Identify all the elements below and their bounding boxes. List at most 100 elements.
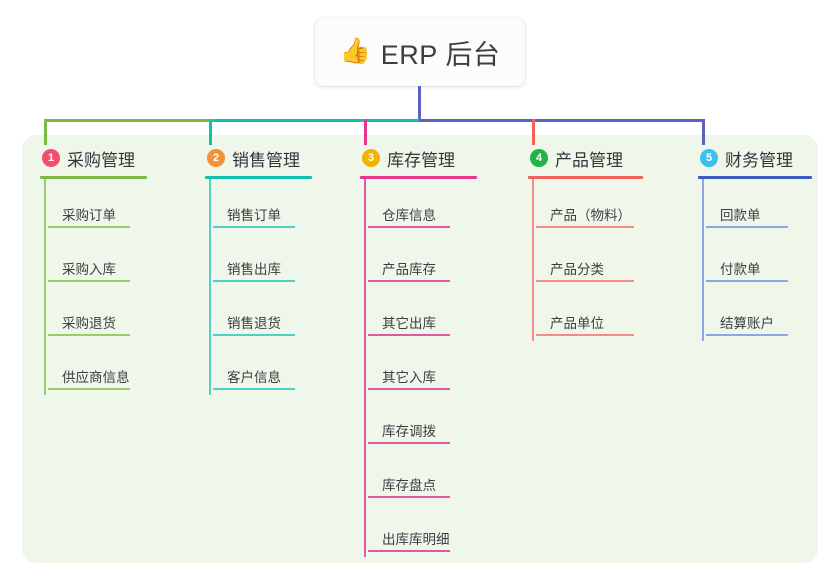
branch-column-4: 4 产品管理产品（物料） 产品分类产品单位 (528, 145, 643, 341)
column-header-rule (40, 176, 147, 179)
list-item-label: 客户信息 (227, 370, 281, 385)
list-item[interactable]: 采购退货 (44, 287, 147, 341)
list-item-label: 销售退货 (227, 316, 281, 331)
list-item-label: 采购入库 (62, 262, 116, 277)
connector-trunk (418, 86, 421, 121)
column-header-4[interactable]: 4 产品管理 (528, 145, 643, 171)
connector-drop-4 (532, 119, 535, 145)
list-item[interactable]: 销售订单 (209, 179, 312, 233)
column-vertical-stem (44, 179, 46, 395)
list-item[interactable]: 产品分类 (532, 233, 643, 287)
list-item-label: 销售订单 (227, 208, 281, 223)
diagram-background-panel (22, 135, 818, 563)
column-header-1[interactable]: 1 采购管理 (40, 145, 147, 171)
list-item[interactable]: 结算账户 (702, 287, 812, 341)
list-item[interactable]: 销售退货 (209, 287, 312, 341)
column-title: 财务管理 (725, 150, 793, 170)
column-number-badge: 2 (207, 149, 225, 167)
column-item-list: 销售订单销售出库销售退货客户信息 (205, 179, 312, 395)
thumbs-up-icon: 👍 (339, 36, 371, 65)
column-item-list: 采购订单采购入库采购退货供应商信息 (40, 179, 147, 395)
column-number-badge: 3 (362, 149, 380, 167)
column-title: 产品管理 (555, 150, 623, 170)
list-item[interactable]: 采购入库 (44, 233, 147, 287)
list-item-label: 产品（物料） (550, 208, 631, 223)
list-item-rule (706, 226, 788, 228)
list-item[interactable]: 仓库信息 (364, 179, 477, 233)
list-item-label: 库存盘点 (382, 478, 436, 493)
list-item-rule (213, 388, 295, 390)
list-item-label: 采购退货 (62, 316, 116, 331)
list-item[interactable]: 库存盘点 (364, 449, 477, 503)
list-item-rule (368, 280, 450, 282)
list-item[interactable]: 销售出库 (209, 233, 312, 287)
root-node-erp-backend[interactable]: 👍 ERP 后台 (315, 18, 525, 86)
list-item[interactable]: 回款单 (702, 179, 812, 233)
list-item-rule (48, 280, 130, 282)
column-vertical-stem (364, 179, 366, 557)
list-item[interactable]: 库存调拨 (364, 395, 477, 449)
connector-drop-3 (364, 119, 367, 145)
column-item-list: 回款单付款单结算账户 (698, 179, 812, 341)
list-item-label: 产品分类 (550, 262, 604, 277)
list-item[interactable]: 产品单位 (532, 287, 643, 341)
connector-drop-5 (702, 119, 705, 145)
column-title: 库存管理 (387, 150, 455, 170)
column-number-badge: 4 (530, 149, 548, 167)
list-item[interactable]: 出库库明细 (364, 503, 477, 557)
column-number-badge: 1 (42, 149, 60, 167)
column-header-rule (360, 176, 477, 179)
list-item[interactable]: 供应商信息 (44, 341, 147, 395)
connector-bus-segment-1 (44, 119, 211, 122)
list-item-rule (368, 550, 450, 552)
list-item[interactable]: 其它出库 (364, 287, 477, 341)
branch-column-1: 1 采购管理采购订单采购入库采购退货供应商信息 (40, 145, 147, 395)
column-vertical-stem (532, 179, 534, 341)
list-item-rule (706, 334, 788, 336)
list-item[interactable]: 客户信息 (209, 341, 312, 395)
list-item[interactable]: 产品（物料） (532, 179, 643, 233)
list-item-rule (368, 334, 450, 336)
list-item-label: 回款单 (720, 208, 761, 223)
column-item-list: 产品（物料） 产品分类产品单位 (528, 179, 643, 341)
list-item[interactable]: 产品库存 (364, 233, 477, 287)
list-item-label: 其它入库 (382, 370, 436, 385)
list-item-rule (48, 334, 130, 336)
list-item-label: 采购订单 (62, 208, 116, 223)
connector-bus-segment-3 (419, 119, 705, 122)
list-item-rule (213, 334, 295, 336)
list-item[interactable]: 付款单 (702, 233, 812, 287)
connector-drop-1 (44, 119, 47, 145)
list-item-rule (536, 280, 634, 282)
column-vertical-stem (209, 179, 211, 395)
list-item-label: 仓库信息 (382, 208, 436, 223)
list-item-rule (368, 226, 450, 228)
list-item-rule (213, 226, 295, 228)
list-item[interactable]: 采购订单 (44, 179, 147, 233)
branch-column-3: 3 库存管理仓库信息产品库存其它出库其它入库库存调拨库存盘点出库库明细 (360, 145, 477, 557)
connector-drop-2 (209, 119, 212, 145)
list-item-rule (48, 226, 130, 228)
list-item-rule (368, 388, 450, 390)
list-item-rule (368, 496, 450, 498)
column-vertical-stem (702, 179, 704, 341)
list-item-rule (536, 334, 634, 336)
column-item-list: 仓库信息产品库存其它出库其它入库库存调拨库存盘点出库库明细 (360, 179, 477, 557)
root-node-title: ERP 后台 (380, 39, 501, 70)
column-header-rule (528, 176, 643, 179)
list-item[interactable]: 其它入库 (364, 341, 477, 395)
list-item-label: 其它出库 (382, 316, 436, 331)
list-item-label: 供应商信息 (62, 370, 130, 385)
list-item-rule (368, 442, 450, 444)
list-item-label: 结算账户 (720, 316, 774, 331)
column-title: 采购管理 (67, 150, 135, 170)
list-item-rule (536, 226, 634, 228)
column-header-rule (698, 176, 812, 179)
list-item-label: 销售出库 (227, 262, 281, 277)
column-header-3[interactable]: 3 库存管理 (360, 145, 477, 171)
